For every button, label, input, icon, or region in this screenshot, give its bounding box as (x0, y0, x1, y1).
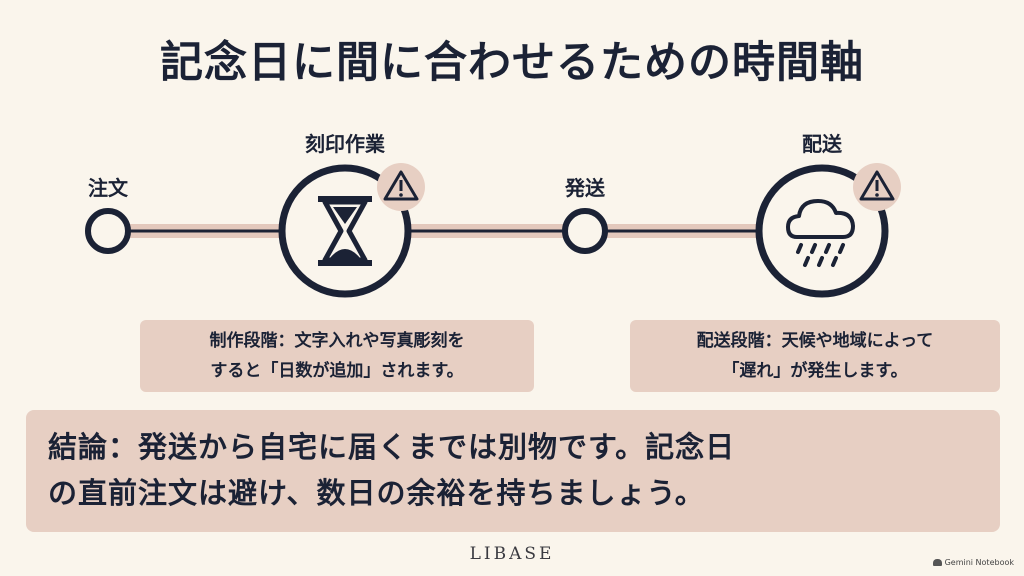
delivery-note: 配送段階：天候や地域によって 「遅れ」が発生します。 (630, 320, 1000, 392)
brand-logo: LIBASE (469, 544, 555, 564)
shipping-node (562, 208, 608, 254)
stage-label-engraving: 刻印作業 (305, 132, 385, 156)
conclusion-line2: の直前注文は避け、数日の余裕を持ちましょう。 (48, 476, 705, 510)
engraving-note-line2: すると「日数が追加」されます。 (210, 361, 464, 381)
delivery-node (755, 164, 889, 298)
engraving-note: 制作段階：文字入れや写真彫刻を すると「日数が追加」されます。 (140, 320, 534, 392)
engraving-note-line1: 制作段階：文字入れや写真彫刻を (209, 331, 465, 351)
rain-cloud-icon (786, 199, 855, 267)
delivery-note-line2: 「遅れ」が発生します。 (722, 361, 908, 381)
conclusion-box: 結論：発送から自宅に届くまでは別物です。記念日 の直前注文は避け、数日の余裕を持… (26, 410, 1000, 532)
conclusion-line1: 結論：発送から自宅に届くまでは別物です。記念日 (48, 430, 736, 464)
stage-label-order: 注文 (88, 176, 128, 200)
badge-label: Gemini Notebook (944, 558, 1014, 567)
delivery-warning-icon (853, 163, 901, 211)
delivery-note-line1: 配送段階：天候や地域によって (696, 331, 934, 351)
notebook-icon (932, 559, 942, 566)
hourglass-icon (318, 196, 372, 266)
order-node (85, 208, 131, 254)
stage-label-shipping: 発送 (565, 176, 605, 200)
page-title: 記念日に間に合わせるための時間軸 (160, 38, 864, 88)
engraving-node (278, 164, 412, 298)
gemini-notebook-badge: Gemini Notebook (932, 558, 1014, 567)
stage-label-delivery: 配送 (802, 132, 842, 156)
engraving-warning-icon (377, 163, 425, 211)
